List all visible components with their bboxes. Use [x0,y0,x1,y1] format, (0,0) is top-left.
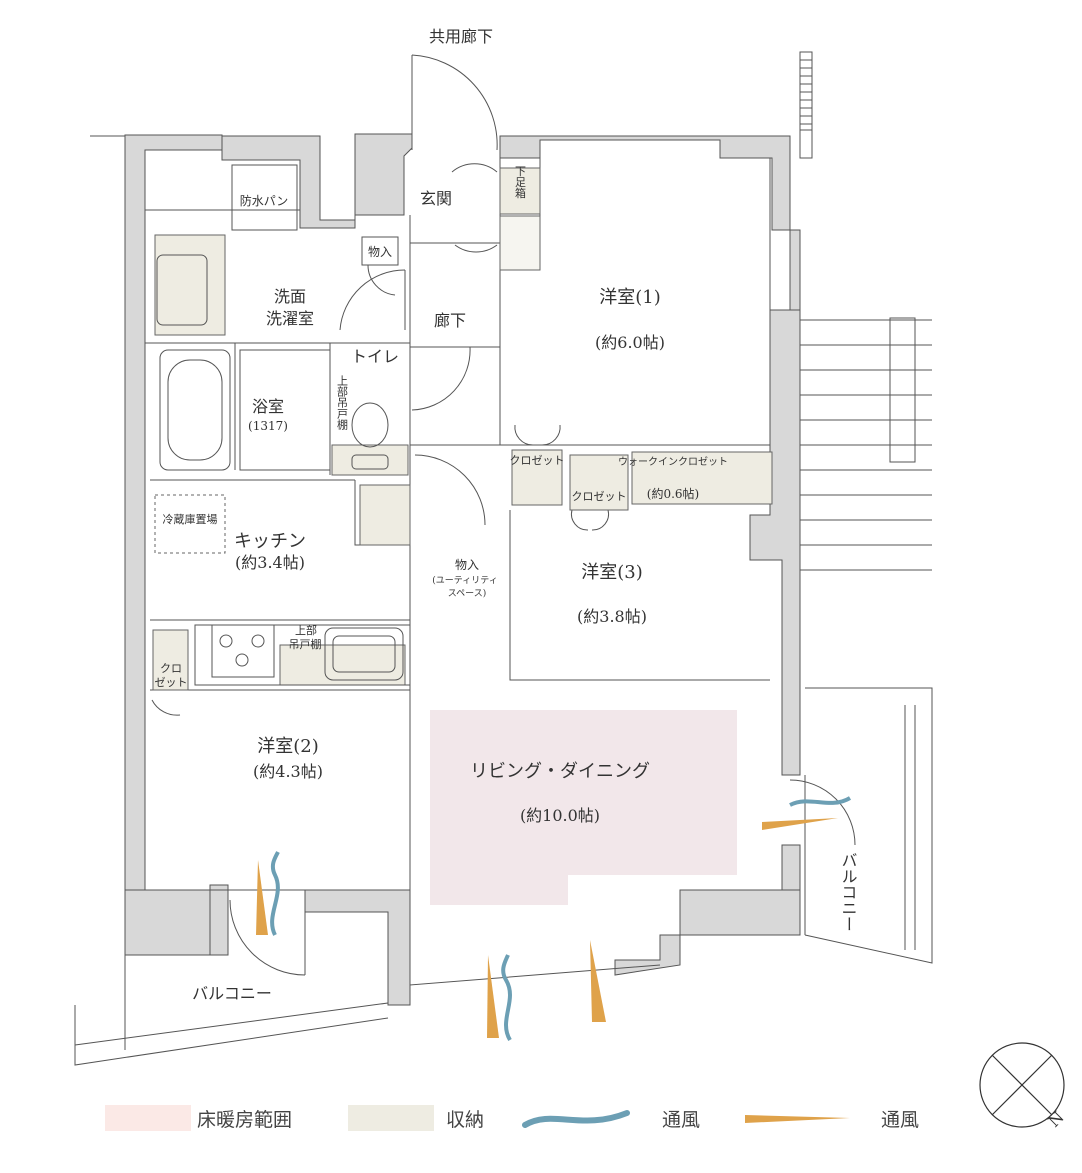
label-shoe-box: 下足箱 [514,166,527,200]
label-upper-cabinet-v: 上部吊戸棚 [336,375,349,431]
label-utility-1: 物入 [455,558,479,572]
legend-ventilation-label-2: 通風 [881,1108,920,1131]
legend-ventilation-label-1: 通風 [662,1108,701,1131]
label-utility-3: スペース) [448,588,486,599]
grating [799,51,813,159]
cone-icon [487,955,499,1038]
label-kitchen-size: (約3.4帖) [235,553,305,572]
ventilation-markers [256,796,852,1042]
legend-ventilation-cone: 通風 [745,1098,919,1138]
legend-storage-label: 収納 [446,1108,485,1131]
room-labels: 共用廊下 玄関 下足箱 防水パン 物入 洗面 洗濯室 廊下 トイレ 上部吊戸棚 … [155,27,858,1003]
shoe-box [499,167,541,215]
label-waterproof-pan: 防水パン [240,193,289,208]
closet-b [569,454,629,511]
label-room3: 洋室(3) [581,562,643,583]
walls [90,133,801,1006]
label-common-corridor: 共用廊下 [429,27,493,46]
storage-small [361,236,399,266]
label-living-size: (約10.0帖) [520,806,600,825]
storage-swatch [348,1105,434,1131]
label-laundry: 洗濯室 [266,309,314,328]
fridge-space [154,494,226,554]
stairs-right [800,317,932,571]
cone-icon [256,860,268,935]
storage-areas [152,164,773,691]
label-toilet: トイレ [351,347,399,366]
cone-icon [590,940,606,1022]
label-closet-c2: ゼット [155,676,188,689]
label-bath-size: (1317) [248,419,288,433]
waterproof-pan [231,164,298,231]
wave-icon [270,851,280,936]
label-balcony-right: バルコニー [839,852,858,932]
legend-floor-heating-label: 床暖房範囲 [197,1108,293,1131]
label-wic-size: (約0.6帖) [647,486,699,501]
label-storage-small: 物入 [368,245,392,259]
label-closet-c1: クロ [160,662,182,675]
label-closet-b: クロゼット [572,490,627,503]
closet-a [511,449,563,506]
wave-icon [522,1110,630,1128]
walk-in-closet [631,451,773,505]
floor-heating-swatch [105,1105,191,1131]
label-entrance: 玄関 [420,189,452,208]
label-upper-cabinet-2: 吊戸棚 [289,637,322,651]
label-kitchen: キッチン [234,531,306,552]
label-room1: 洋室(1) [599,287,661,308]
doors [151,54,856,976]
label-room2: 洋室(2) [257,736,319,757]
label-washroom: 洗面 [274,287,306,306]
label-room3-size: (約3.8帖) [577,607,647,626]
wave-icon [501,954,512,1042]
label-balcony-bottom: バルコニー [192,984,272,1003]
label-fridge: 冷蔵庫置場 [163,512,218,526]
wave-icon [789,796,852,807]
label-upper-cabinet-1: 上部 [295,623,317,637]
label-room2-size: (約4.3帖) [253,762,323,781]
label-wic: ウォークインクロゼット [618,456,728,468]
legend-ventilation-wave: 通風 [522,1098,700,1138]
label-bathroom: 浴室 [252,397,284,416]
legend-storage: 収納 [348,1098,484,1138]
cone-icon [745,1115,850,1123]
label-room1-size: (約6.0帖) [595,333,665,352]
label-hallway: 廊下 [434,311,466,330]
legend: 床暖房範囲 収納 通風 通風 [0,1098,1082,1138]
floor-heating-area [430,710,737,905]
label-utility-2: (ユーティリティ [432,575,497,586]
label-closet-a: クロゼット [510,454,565,467]
cone-icon [762,818,838,830]
legend-floor-heating: 床暖房範囲 [105,1098,292,1138]
label-living: リビング・ダイニング [470,761,650,782]
closet-c [152,629,189,691]
